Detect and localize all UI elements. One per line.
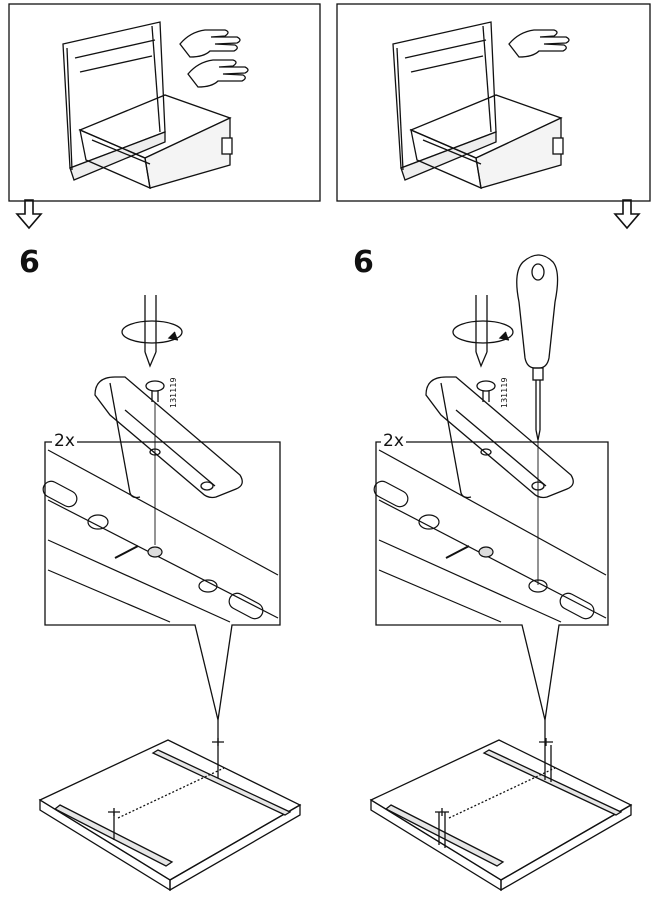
screwdriver-icon [516, 254, 559, 585]
screw-illustration [476, 380, 496, 402]
instruction-panel-left: 6 2x 131119 [0, 0, 330, 908]
down-arrow-icon [15, 199, 43, 230]
hand-pointing-icon [179, 29, 249, 88]
screwdriver-bit [144, 295, 157, 368]
part-code-label: 131119 [500, 377, 509, 408]
board-overview [369, 738, 633, 892]
detail-callout [44, 441, 281, 721]
cabinet-illustration [392, 21, 564, 190]
rail-detail [373, 449, 607, 623]
screw-illustration [145, 380, 165, 545]
detail-callout [375, 441, 609, 721]
quantity-label: 2x [52, 431, 77, 451]
context-frame [8, 3, 321, 202]
quantity-label: 2x [381, 431, 406, 451]
rotate-arrow-icon [452, 320, 514, 344]
down-arrow-icon [613, 199, 641, 230]
instruction-panel-right: 6 2x 131119 [331, 0, 661, 908]
part-code-label: 131119 [169, 377, 178, 408]
panel-illustration-left [8, 3, 321, 892]
hand-pointing-icon [508, 29, 570, 58]
step-number: 6 [19, 245, 40, 280]
rail-detail [42, 449, 279, 623]
rotate-arrow-icon [121, 320, 183, 344]
cabinet-illustration [62, 21, 233, 190]
panel-illustration-right [336, 3, 651, 892]
board-overview [38, 738, 302, 892]
screwdriver-bit [475, 295, 488, 368]
step-number: 6 [353, 245, 374, 280]
context-frame [336, 3, 651, 202]
